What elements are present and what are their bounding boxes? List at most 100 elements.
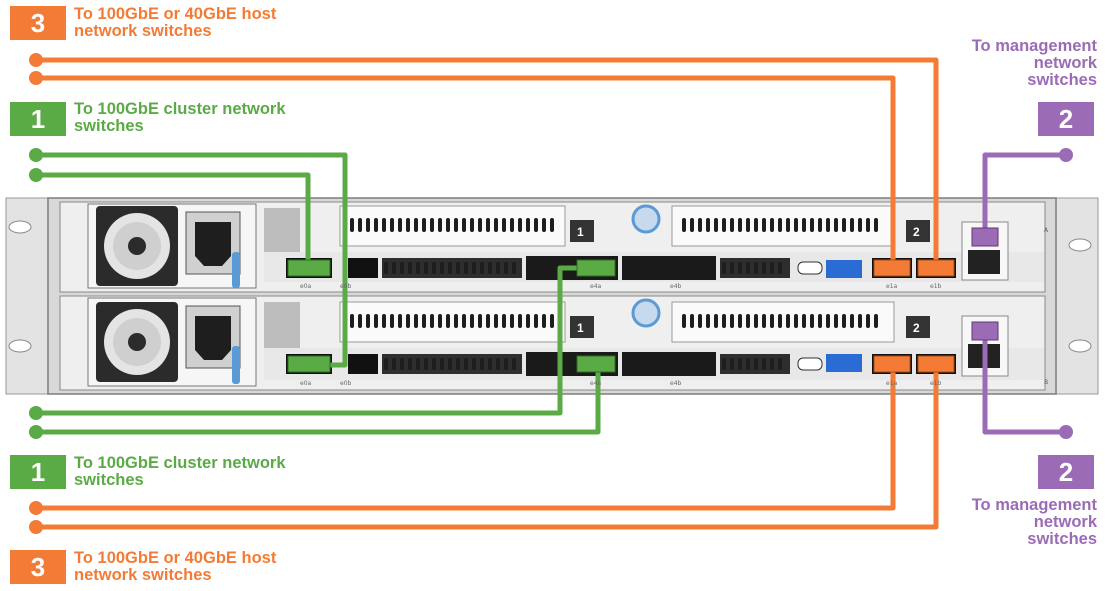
vent-slot bbox=[462, 314, 466, 328]
vent-slot bbox=[486, 218, 490, 232]
controller-side-label-bottom: B bbox=[1044, 379, 1048, 386]
callout-label-host-top: To 100GbE or 40GbE host network switches bbox=[74, 6, 276, 40]
vent-slot bbox=[738, 218, 742, 232]
cable-mgmt-top bbox=[982, 152, 1066, 236]
vent-slot bbox=[494, 218, 498, 232]
vent-slot bbox=[478, 314, 482, 328]
vent-slot bbox=[542, 218, 546, 232]
port-label: e0b bbox=[340, 380, 352, 387]
vent-slot bbox=[510, 314, 514, 328]
vent-slot bbox=[488, 358, 492, 370]
cables bbox=[36, 57, 1066, 530]
port-label: e4a bbox=[590, 380, 602, 387]
connector-cluster-e4a-top bbox=[576, 259, 616, 277]
cable-end-dot bbox=[29, 406, 43, 420]
vent-slot bbox=[440, 358, 444, 370]
vent-slot bbox=[762, 358, 766, 370]
vent-slot bbox=[850, 314, 854, 328]
connector-host-e1a-top bbox=[873, 259, 911, 277]
vent-slot bbox=[770, 218, 774, 232]
cable-end-dot bbox=[29, 501, 43, 515]
vent-slot bbox=[358, 218, 362, 232]
connector-cluster-e0a-bottom bbox=[287, 355, 331, 373]
vent-slot bbox=[518, 218, 522, 232]
callout-line: To 100GbE cluster network bbox=[74, 100, 286, 118]
callout-line: switches bbox=[1027, 530, 1097, 548]
port-label: e4b bbox=[670, 380, 682, 387]
callout-line: network switches bbox=[74, 566, 212, 584]
vent-slot bbox=[738, 314, 742, 328]
vent-slot bbox=[432, 262, 436, 274]
vent-slot bbox=[802, 314, 806, 328]
cable-end-dot bbox=[29, 71, 43, 85]
vent-slot bbox=[746, 358, 750, 370]
cable-ends bbox=[29, 53, 1073, 534]
vent-slot bbox=[446, 218, 450, 232]
vent-slot bbox=[526, 314, 530, 328]
callout-line: To management bbox=[971, 37, 1097, 55]
vent-slot bbox=[480, 358, 484, 370]
vent-slot bbox=[874, 314, 878, 328]
port-label: e4a bbox=[590, 283, 602, 290]
vent-slot bbox=[382, 314, 386, 328]
vent-slot bbox=[414, 314, 418, 328]
vent-slot bbox=[416, 262, 420, 274]
vent-slot bbox=[778, 314, 782, 328]
callout-line: network switches bbox=[74, 22, 212, 40]
vent-slot bbox=[754, 314, 758, 328]
vent-slot bbox=[366, 314, 370, 328]
vent-slot bbox=[722, 262, 726, 274]
vent-slot bbox=[374, 314, 378, 328]
cable-host-top-2 bbox=[36, 75, 896, 268]
vent-slot bbox=[858, 218, 862, 232]
vent-slot bbox=[398, 314, 402, 328]
vent-slot bbox=[406, 314, 410, 328]
vent-slot bbox=[834, 314, 838, 328]
vent-slot bbox=[438, 218, 442, 232]
vent-slot bbox=[384, 358, 388, 370]
cable-end-dot bbox=[29, 425, 43, 439]
vent-slot bbox=[746, 314, 750, 328]
vent-slot bbox=[486, 314, 490, 328]
controller-bottom: 1 2 B bbox=[59, 295, 1048, 391]
vent-slot bbox=[446, 314, 450, 328]
vent-slot bbox=[448, 358, 452, 370]
vent-slot bbox=[504, 358, 508, 370]
vent-slot bbox=[866, 314, 870, 328]
rack-ear-right bbox=[1055, 197, 1099, 395]
vent-slot bbox=[374, 218, 378, 232]
vent-slot bbox=[416, 358, 420, 370]
vent-slot bbox=[550, 314, 554, 328]
cable-host-top-1 bbox=[36, 57, 939, 268]
vent-slot bbox=[754, 358, 758, 370]
cable-end-dot bbox=[1059, 425, 1073, 439]
vent-slot bbox=[730, 262, 734, 274]
callout-badge-mgmt-top: 2 bbox=[1038, 102, 1094, 136]
vent-slot bbox=[406, 218, 410, 232]
vent-slot bbox=[430, 218, 434, 232]
usb-port-top bbox=[826, 260, 862, 278]
vent-slot bbox=[358, 314, 362, 328]
callout-label-host-bottom: To 100GbE or 40GbE host network switches bbox=[74, 550, 276, 584]
connector-mgmt-bottom bbox=[971, 321, 999, 341]
vent-slot bbox=[504, 262, 508, 274]
vent-slot bbox=[424, 358, 428, 370]
vent-slot bbox=[422, 314, 426, 328]
vent-slot bbox=[518, 314, 522, 328]
vent-slot bbox=[542, 314, 546, 328]
connector-cluster-e0a-top bbox=[287, 259, 331, 277]
connector-host-e1a-bottom bbox=[873, 355, 911, 373]
callout-label-mgmt-top: To management network switches bbox=[972, 38, 1097, 89]
cable-host-bottom-2 bbox=[36, 364, 939, 530]
vent-slot bbox=[382, 218, 386, 232]
vent-slot bbox=[438, 314, 442, 328]
vent-slot bbox=[810, 218, 814, 232]
vent-slot bbox=[448, 262, 452, 274]
vent-slot bbox=[408, 262, 412, 274]
vent-slot bbox=[414, 218, 418, 232]
port-label: e1b bbox=[930, 380, 942, 387]
callout-line: network bbox=[1033, 54, 1097, 72]
vent-slot bbox=[534, 218, 538, 232]
callout-badge-host-bottom: 3 bbox=[10, 550, 66, 584]
controller-top: 1 2 A bbox=[59, 201, 1049, 293]
